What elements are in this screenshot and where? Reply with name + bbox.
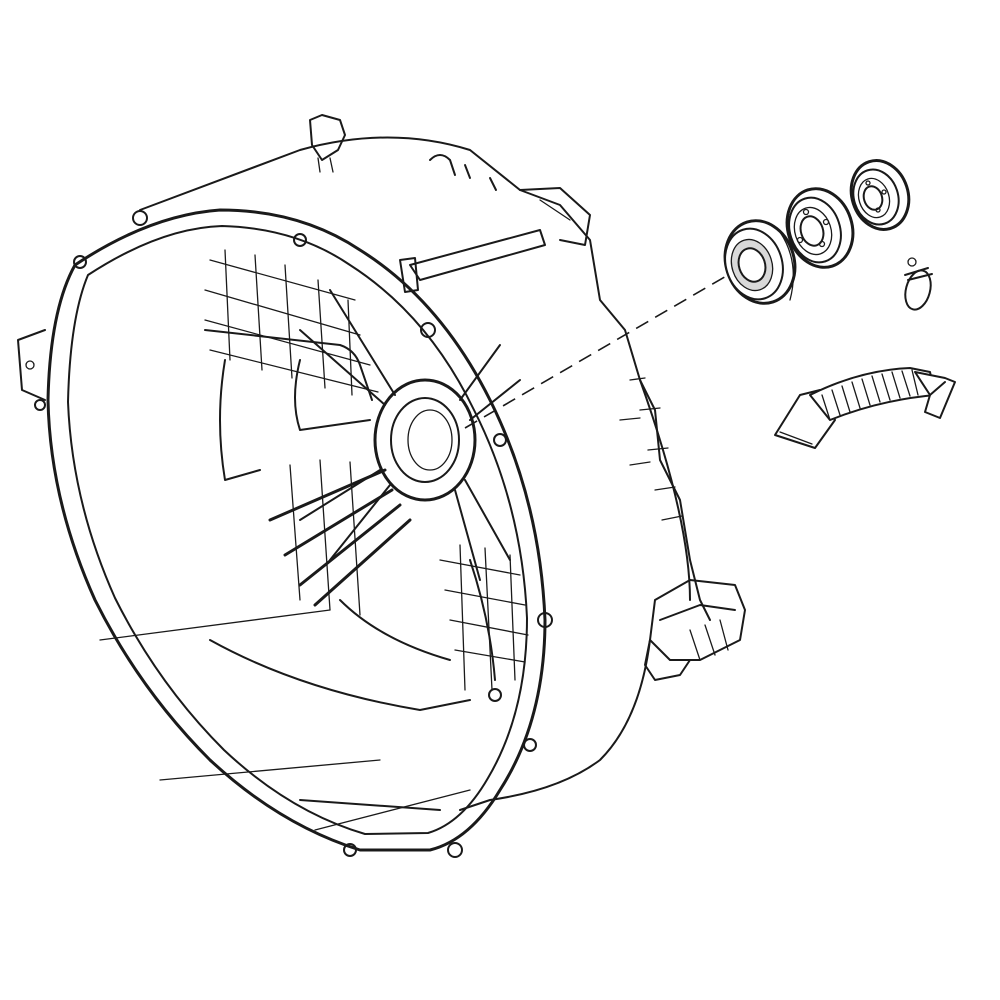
tub-rear-wall-ribs: [204, 249, 529, 711]
hose-clamp: [904, 257, 933, 311]
bearing: [785, 187, 855, 269]
tub-front-rim: [34, 208, 553, 858]
outer-tub-rear-half: [17, 114, 746, 831]
assembly-axis-line: [464, 267, 741, 429]
bellows-hose: [774, 367, 956, 449]
bearing: [849, 159, 911, 231]
oil-seal: [723, 219, 797, 305]
